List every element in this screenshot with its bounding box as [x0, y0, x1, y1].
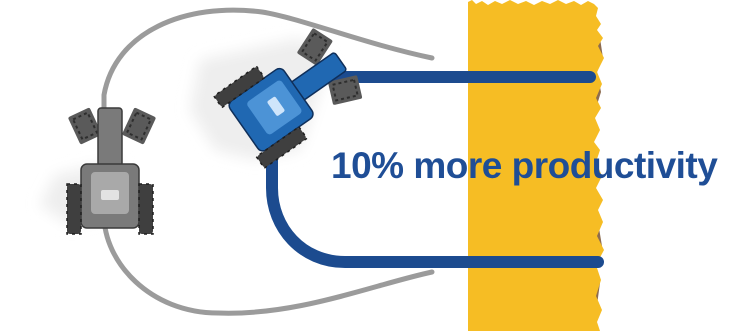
gray-tractor-icon	[67, 107, 156, 234]
headline: 10% more productivity	[331, 143, 717, 189]
